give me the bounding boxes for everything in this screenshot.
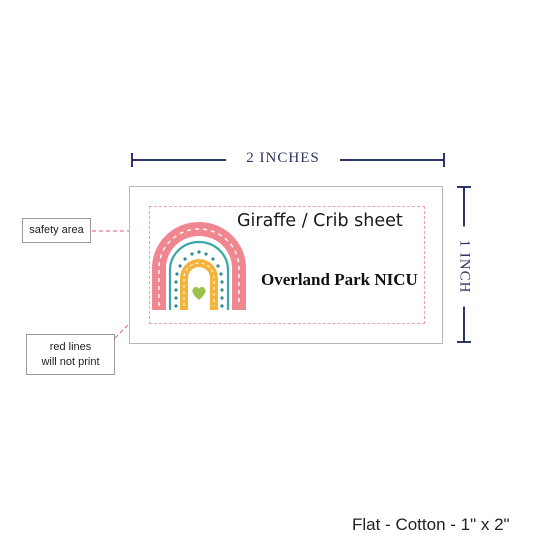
safety-area-box <box>149 206 425 324</box>
red-lines-callout: red lines will not print <box>26 334 115 375</box>
label-text-line2: Overland Park NICU <box>261 270 418 289</box>
label-preview <box>129 186 443 344</box>
red-lines-callout-line2: will not print <box>41 356 100 368</box>
safety-area-callout: safety area <box>22 218 91 243</box>
label-text-line1: Giraffe / Crib sheet <box>237 211 403 231</box>
height-dimension-label: 1 INCH <box>455 226 473 307</box>
width-dimension-label: 2 INCHES <box>228 150 338 167</box>
product-caption: Flat - Cotton - 1" x 2" <box>352 515 510 534</box>
rainbow-heart-icon <box>152 222 246 310</box>
red-lines-callout-line1: red lines <box>49 341 92 353</box>
